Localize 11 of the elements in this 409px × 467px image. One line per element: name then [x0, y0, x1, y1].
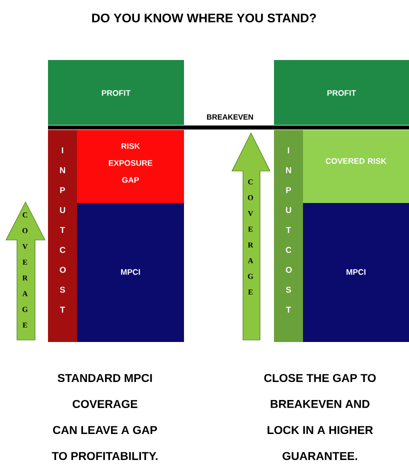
caption-line: CLOSE THE GAP TO: [264, 374, 376, 382]
caption-line: CAN LEAVE A GAP: [53, 426, 157, 434]
caption-line: BREAKEVEN AND: [270, 400, 370, 408]
caption-line: TO PROFITABILITY.: [52, 452, 158, 460]
title: DO YOU KNOW WHERE YOU STAND?: [92, 14, 316, 22]
caption-line: STANDARD MPCI: [58, 374, 152, 382]
input-cost-column: I N P U T C O S T: [48, 130, 77, 342]
caption-line: GUARANTEE.: [282, 452, 358, 460]
caption-line: LOCK IN A HIGHER: [268, 426, 373, 434]
input-cost-column: I N P U T C O S T: [274, 130, 303, 342]
caption-line: COVERAGE: [72, 400, 138, 408]
